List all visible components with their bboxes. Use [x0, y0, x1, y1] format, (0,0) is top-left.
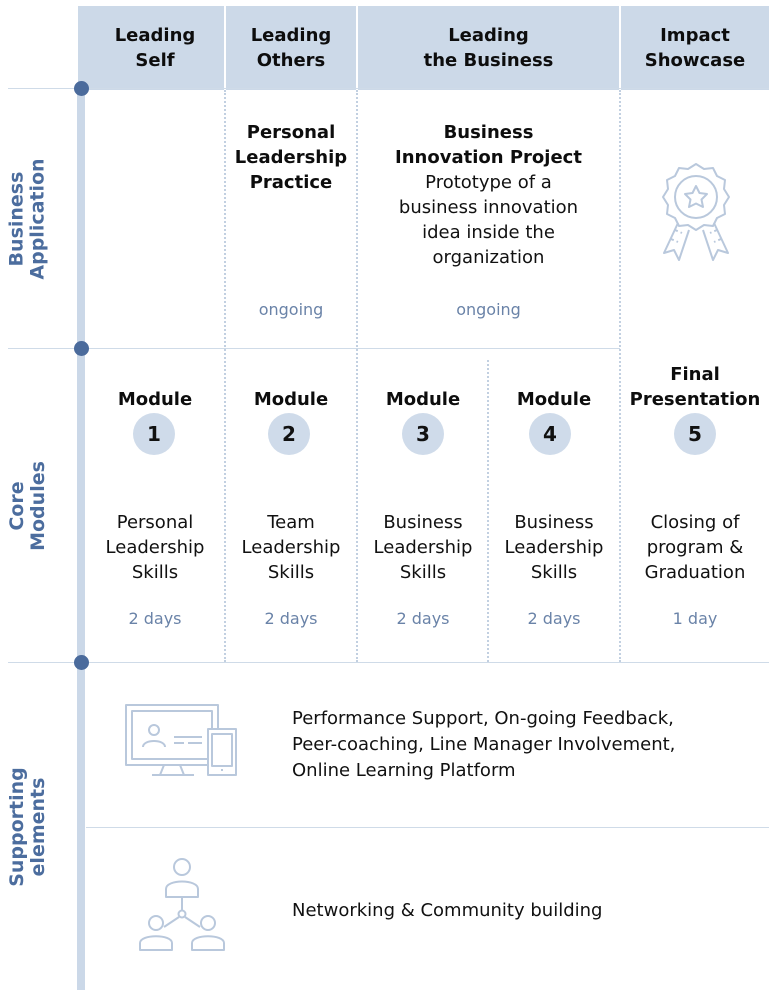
personal-practice-duration: ongoing [258, 300, 324, 319]
header-divider [224, 6, 226, 90]
module-4-duration: 2 days [527, 609, 581, 628]
row-label-core-modules: Core Modules [6, 461, 50, 551]
supporting-element-1-text: Performance Support, On-going Feedback, … [292, 708, 676, 781]
module-4-heading: Module [516, 389, 592, 410]
innovation-project-description: Prototype of a business innovation idea … [398, 172, 579, 268]
column-separator [356, 90, 358, 662]
module-3-heading: Module [385, 389, 461, 410]
module-5-description: Closing of program & Graduation [644, 512, 746, 583]
network-people-icon [134, 855, 230, 953]
row-label-supporting-elements: Supporting elements [6, 767, 49, 887]
row-divider [8, 88, 769, 89]
module-1-number: 1 [133, 413, 175, 455]
column-separator [619, 90, 621, 662]
personal-practice-title: Personal Leadership Practice [234, 122, 348, 193]
header-band [78, 6, 769, 90]
devices-icon [124, 703, 240, 779]
column-header-impact-showcase: Impact Showcase [644, 25, 746, 71]
module-3-duration: 2 days [396, 609, 450, 628]
module-1-heading: Module [117, 389, 193, 410]
supporting-element-2-text: Networking & Community building [292, 900, 603, 921]
column-header-leading-self: Leading Self [114, 25, 196, 71]
row-divider [86, 827, 769, 828]
module-1-duration: 2 days [128, 609, 182, 628]
column-separator [224, 90, 226, 662]
module-2-duration: 2 days [264, 609, 318, 628]
innovation-project-duration: ongoing [456, 300, 521, 319]
header-divider [356, 6, 358, 90]
timeline-dot [74, 655, 89, 670]
module-5-duration: 1 day [672, 609, 718, 628]
header-divider [619, 6, 621, 90]
column-header-leading-others: Leading Others [250, 25, 332, 71]
column-header-leading-business: Leading the Business [423, 25, 554, 71]
timeline-dot [74, 81, 89, 96]
final-presentation-heading: Final Presentation [629, 364, 761, 410]
timeline-dot [74, 341, 89, 356]
module-2-heading: Module [253, 389, 329, 410]
module-1-description: Personal Leadership Skills [105, 512, 205, 583]
award-ribbon-icon [654, 160, 738, 264]
module-2-description: Team Leadership Skills [241, 512, 341, 583]
column-separator [487, 360, 489, 662]
module-4-description: Business Leadership Skills [504, 512, 604, 583]
row-divider [8, 662, 769, 663]
innovation-project-title: Business Innovation Project [395, 122, 582, 168]
module-5-number: 5 [674, 413, 716, 455]
module-4-number: 4 [529, 413, 571, 455]
row-divider [8, 348, 620, 349]
module-2-number: 2 [268, 413, 310, 455]
innovation-project: Business Innovation Project Prototype of… [358, 120, 619, 270]
module-3-number: 3 [402, 413, 444, 455]
timeline-spine [77, 88, 85, 990]
row-label-business-application: Business Application [6, 158, 50, 280]
module-3-description: Business Leadership Skills [373, 512, 473, 583]
